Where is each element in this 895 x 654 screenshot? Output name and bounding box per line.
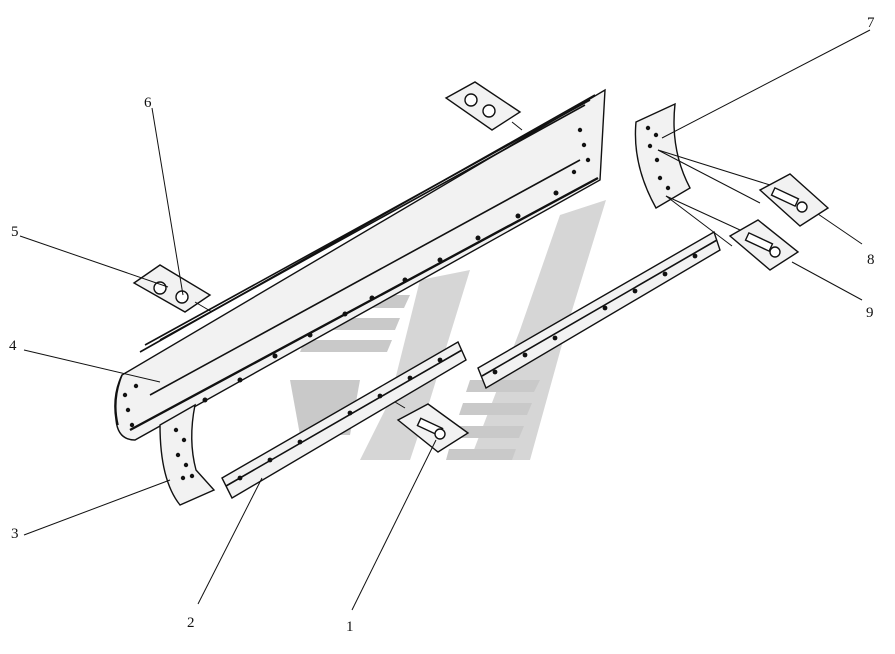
nut-washer-tag-left bbox=[132, 264, 213, 313]
callout-1: 1 bbox=[346, 619, 354, 635]
bolt-tag-part-8 bbox=[657, 149, 830, 227]
bolt-tag-part-1 bbox=[394, 401, 470, 453]
nut-washer-tag-top bbox=[444, 81, 523, 131]
bolt-icon bbox=[744, 231, 774, 253]
watermark-emblem bbox=[290, 200, 606, 460]
callout-7: 7 bbox=[867, 15, 875, 31]
left-end-plate-part-3 bbox=[159, 403, 216, 506]
left-cutting-edge-part-2 bbox=[221, 341, 467, 499]
washer-icon bbox=[175, 290, 189, 304]
callout-leaders bbox=[19, 29, 871, 611]
callout-4: 4 bbox=[9, 338, 17, 354]
moldboard-holes bbox=[122, 127, 591, 428]
washer-icon bbox=[482, 104, 496, 118]
bolt-icon bbox=[770, 186, 800, 208]
right-end-plate-part-7 bbox=[634, 102, 691, 209]
callout-2: 2 bbox=[187, 615, 195, 631]
callout-labels: 1 2 3 4 5 6 7 8 9 bbox=[9, 15, 875, 635]
moldboard-part-4 bbox=[114, 88, 606, 441]
callout-3: 3 bbox=[11, 526, 19, 542]
right-cutting-edge bbox=[477, 230, 721, 390]
callout-5: 5 bbox=[11, 224, 19, 240]
bolt-tag-part-9 bbox=[665, 195, 800, 271]
callout-9: 9 bbox=[866, 305, 874, 321]
callout-8: 8 bbox=[867, 252, 875, 268]
callout-6: 6 bbox=[144, 95, 152, 111]
nut-icon bbox=[464, 93, 478, 107]
